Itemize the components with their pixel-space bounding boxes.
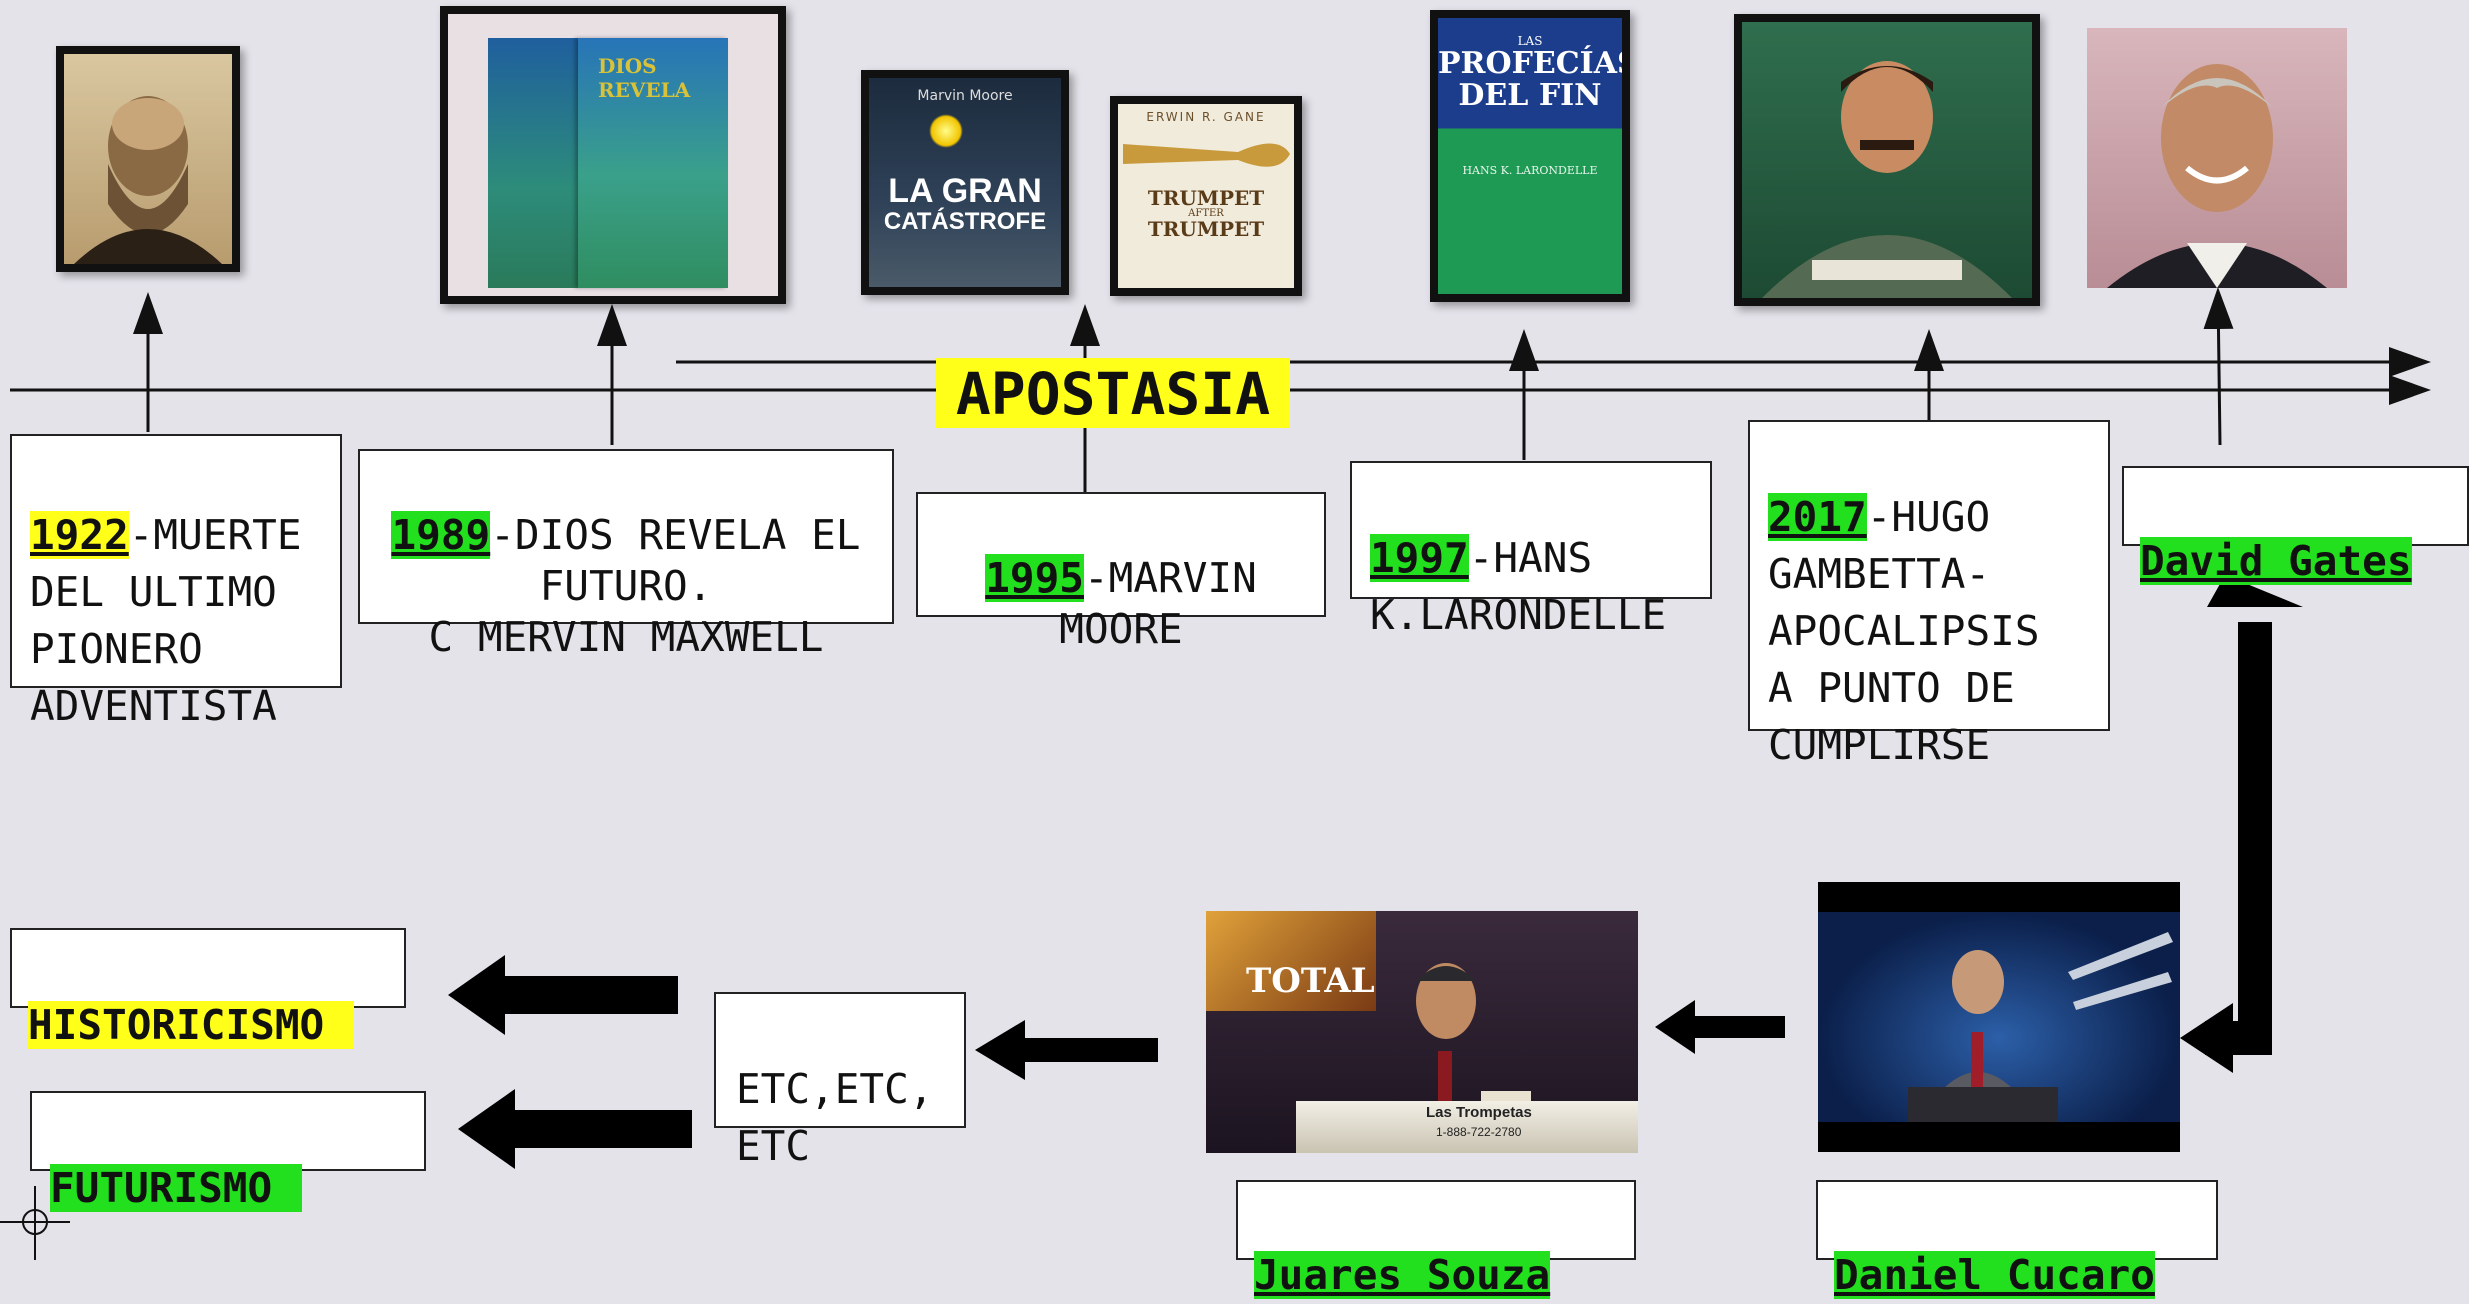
tv-phone: 1-888-722-2780 [1436, 1125, 1522, 1139]
trumpet-icon [1123, 143, 1290, 167]
trumpet-title-1: TRUMPET [1147, 186, 1265, 210]
arrow-gates [2203, 287, 2234, 446]
book-trumpet-after-trumpet: ERWIN R. GANE TRUMPET AFTER TRUMPET [1110, 96, 1302, 296]
event-box-2017: 2017-HUGO GAMBETTA- APOCALIPSIS A PUNTO … [1748, 420, 2110, 769]
daniel-cucaro-label: Daniel Cucaro [1834, 1251, 2155, 1299]
book-la-gran-catastrofe: Marvin Moore LA GRAN CATÁSTROFE [861, 70, 1069, 295]
event-text-1989: -DIOS REVELA EL FUTURO. C MERVIN MAXWELL [428, 511, 861, 661]
daniel-cucaro-box: Daniel Cucaro [1816, 1180, 2218, 1299]
event-year-1997: 1997 [1370, 534, 1469, 582]
event-box-1995: 1995-MARVIN MOORE [916, 492, 1326, 653]
event-year-1995: 1995 [985, 554, 1084, 602]
arrow-to-futurismo [458, 1089, 515, 1169]
etc-text: ETC,ETC, ETC [736, 1065, 934, 1170]
event-text-1995: -MARVIN MOORE [1059, 554, 1257, 653]
trumpet-title-2: TRUMPET [1147, 217, 1265, 241]
event-text-1997: -HANS K.LARONDELLE [1370, 534, 1667, 639]
arrow-juares-to-etc [975, 1020, 1025, 1080]
gran-catastrofe-title-2: CATÁSTROFE [883, 208, 1047, 235]
arrow-daniel-to-juares [1655, 1000, 1695, 1054]
arrow-to-historicismo [448, 955, 505, 1035]
event-text-1922: -MUERTE DEL ULTIMO PIONERO ADVENTISTA [30, 511, 302, 730]
book-profecias-del-fin: LAS PROFECÍAS DEL FIN HANS K. LARONDELLE [1430, 10, 1630, 302]
profecias-small: LAS [1517, 34, 1543, 48]
gran-catastrofe-author: Marvin Moore [917, 88, 1013, 104]
gran-catastrofe-title-1: LA GRAN [888, 172, 1042, 210]
futurismo-box: FUTURISMO [30, 1091, 426, 1212]
hugo-gambetta-photo [1734, 14, 2040, 306]
juares-souza-box: Juares Souza [1236, 1180, 1636, 1299]
event-box-1922: 1922-MUERTE DEL ULTIMO PIONERO ADVENTIST… [10, 434, 342, 730]
event-year-1989: 1989 [391, 511, 491, 559]
apostasia-text: APOSTASIA [955, 360, 1271, 428]
etc-box: ETC,ETC, ETC [714, 992, 966, 1170]
historicismo-box: HISTORICISMO [10, 928, 406, 1049]
event-year-1922: 1922 [30, 511, 129, 559]
timeline-lines [0, 287, 2431, 1260]
apostasia-label: APOSTASIA [936, 358, 1290, 428]
trumpet-author: ERWIN R. GANE [1146, 110, 1266, 124]
daniel-cucaro-photo [1818, 882, 2180, 1152]
juares-souza-photo: TOTAL Las Trompetas 1-888-722-2780 [1206, 911, 1638, 1153]
profecias-title-1: PROFECÍAS [1438, 46, 1622, 81]
profecias-author: HANS K. LARONDELLE [1462, 164, 1598, 177]
elbow-arrow-head-left [2180, 1003, 2233, 1073]
sun-icon [929, 114, 963, 148]
event-box-1989: 1989-DIOS REVELA EL FUTURO. C MERVIN MAX… [358, 449, 894, 661]
trumpet-after: AFTER [1188, 208, 1224, 219]
event-box-1997: 1997-HANS K.LARONDELLE [1350, 461, 1712, 639]
juares-souza-label: Juares Souza [1254, 1251, 1551, 1299]
futurismo-label: FUTURISMO [50, 1164, 303, 1212]
elbow-arrow-shaft [2205, 622, 2272, 1055]
profecias-title-2: DEL FIN [1458, 78, 1602, 113]
tv-lower-title: Las Trompetas [1426, 1104, 1532, 1121]
event-text-2017: -HUGO GAMBETTA- APOCALIPSIS A PUNTO DE C… [1768, 493, 2040, 769]
pioneer-portrait [56, 46, 240, 272]
tv-total-text: TOTAL [1246, 961, 1375, 1001]
david-gates-label: David Gates [2140, 537, 2412, 585]
trumpets-icon [1908, 932, 2173, 1122]
book-dios-revela-photo: DIOS REVELA [440, 6, 786, 304]
event-year-2017: 2017 [1768, 493, 1867, 541]
historicismo-label: HISTORICISMO [28, 1001, 355, 1049]
david-gates-photo [2087, 28, 2347, 288]
david-gates-box: David Gates [2122, 466, 2469, 585]
